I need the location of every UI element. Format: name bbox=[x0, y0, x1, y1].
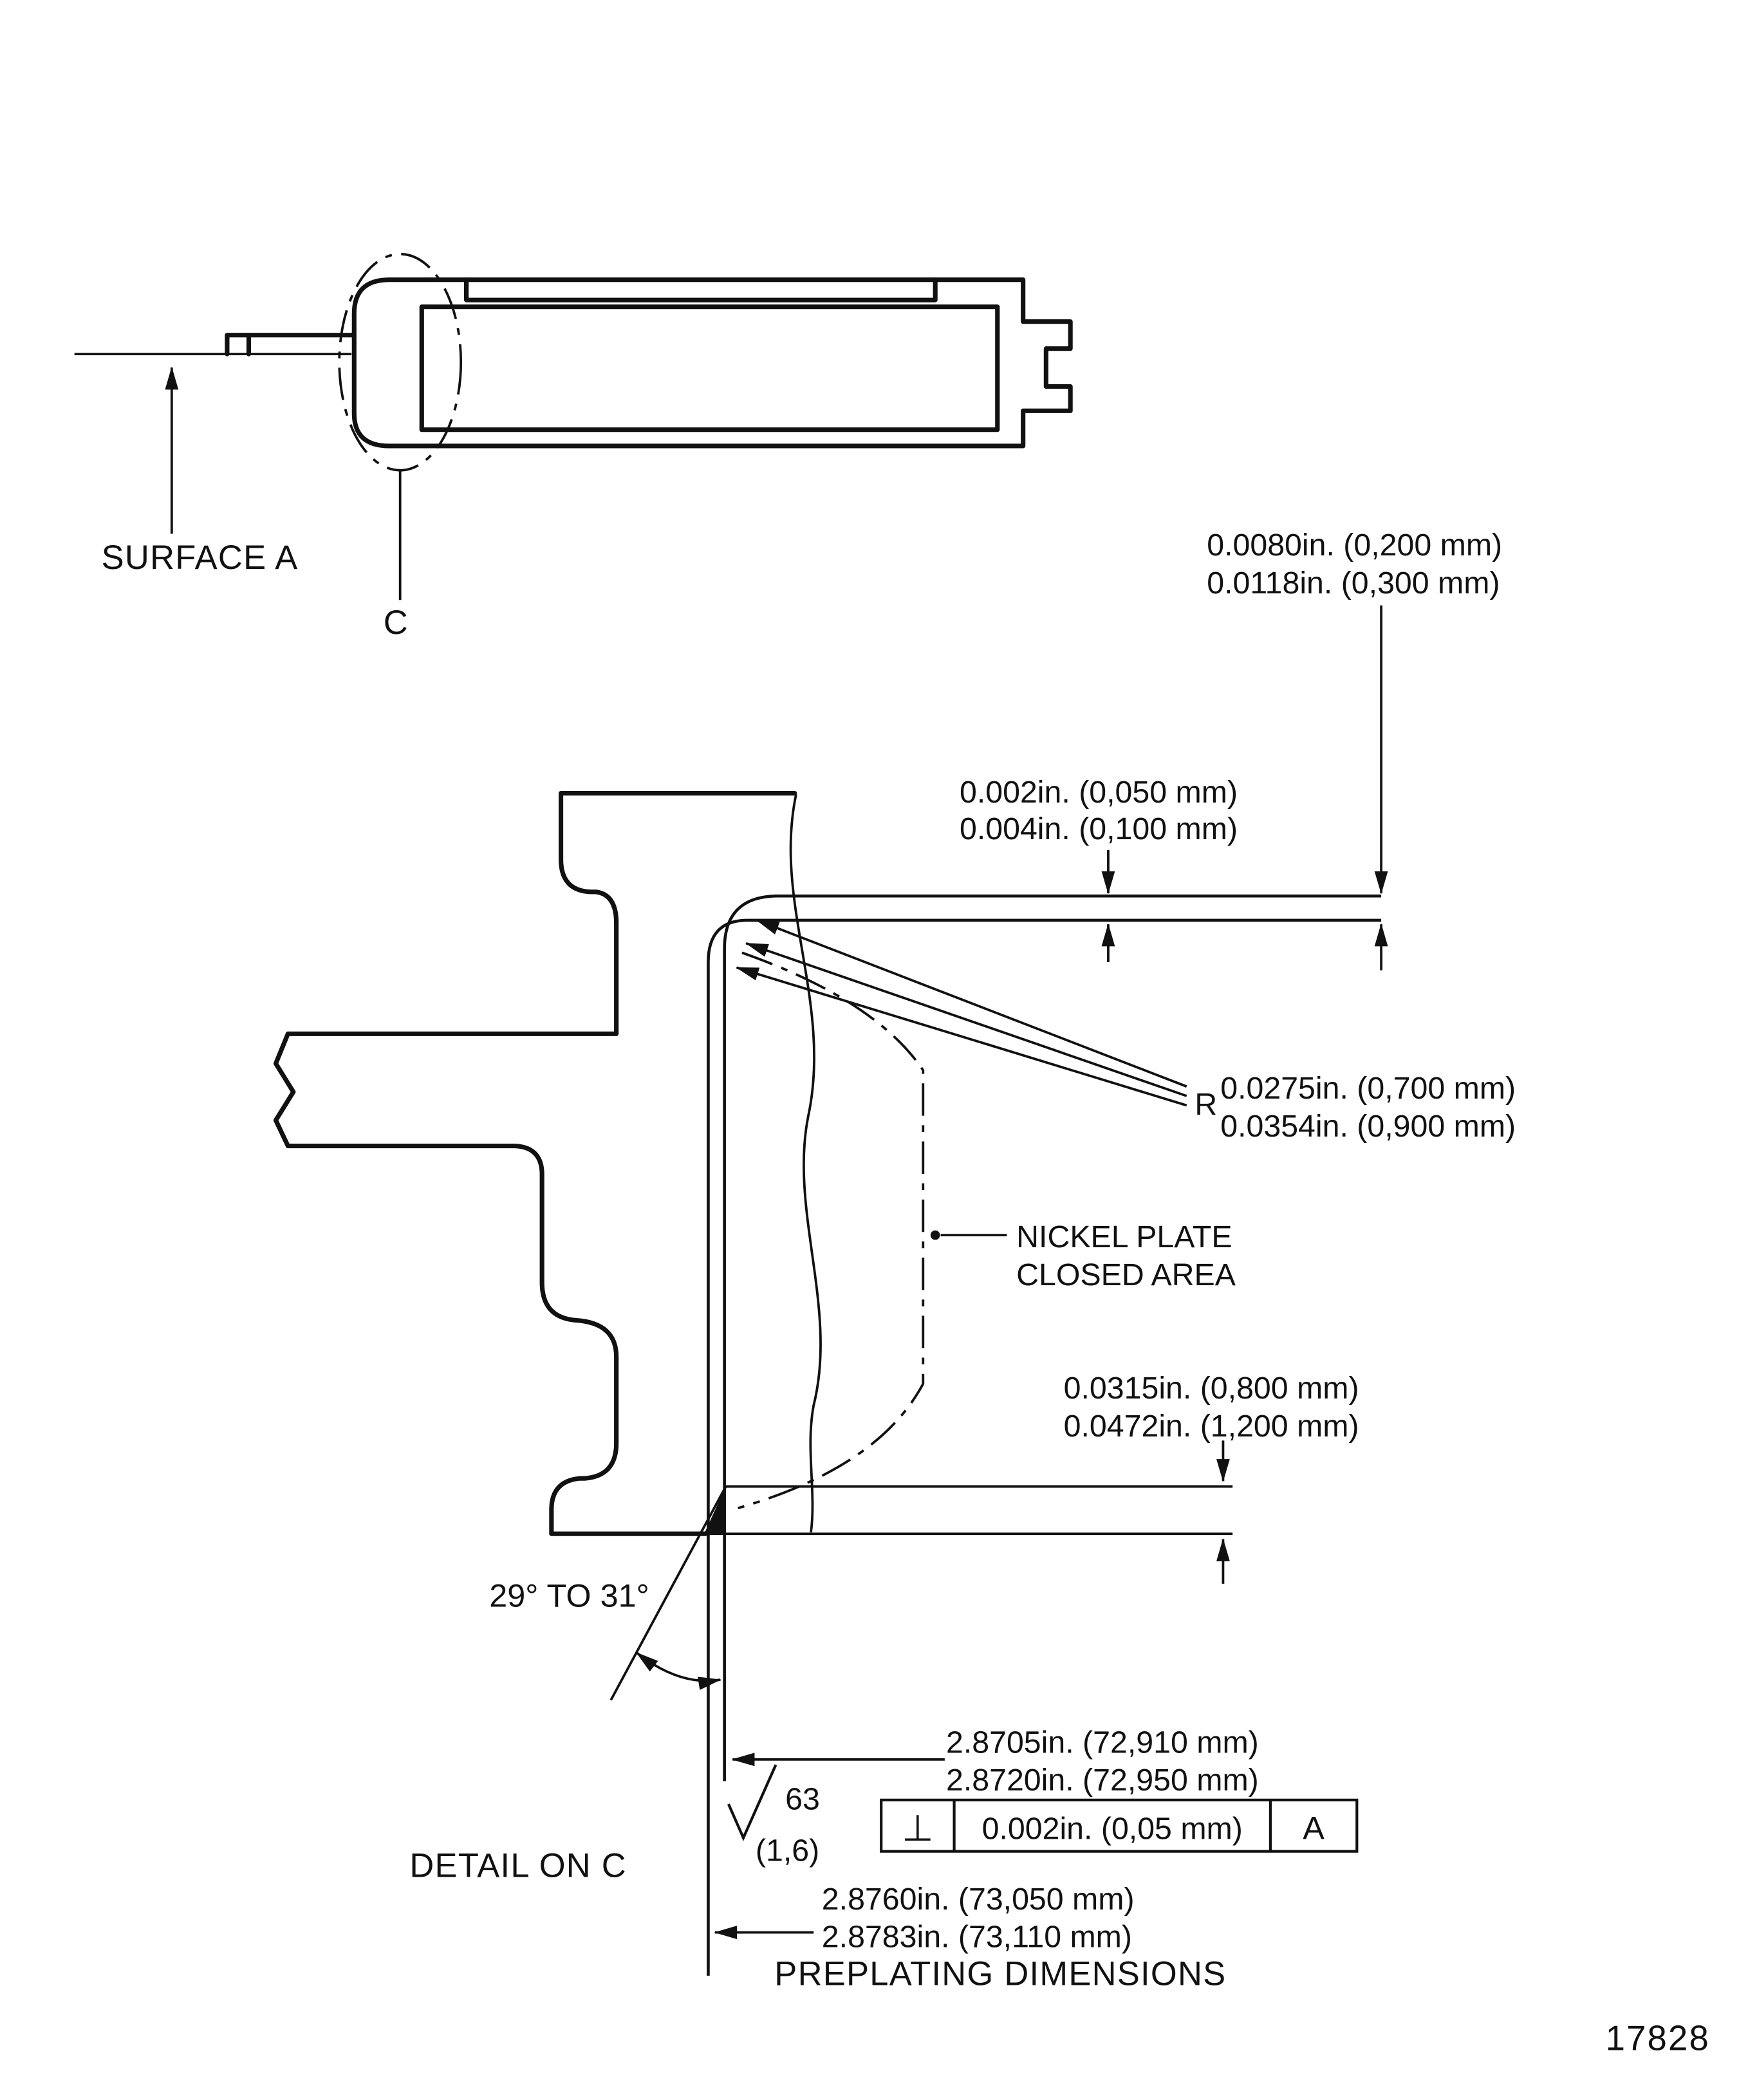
closed-area-boundary bbox=[738, 951, 925, 1510]
dim-width-final-line1: 2.8705in. (72,910 mm) bbox=[946, 1725, 1259, 1760]
part-cross-section-outline bbox=[423, 277, 1073, 449]
detail-on-c-view: 0.0080in. (0,200 mm) 0.0118in. (0,300 mm… bbox=[273, 528, 1516, 1993]
fcf-frame bbox=[880, 1798, 1359, 1853]
dim-plating-step-line1: 0.002in. (0,050 mm) bbox=[960, 775, 1238, 810]
plating-surface-outer bbox=[723, 894, 1382, 1781]
surface-finish-check-icon bbox=[727, 1764, 777, 1841]
chamfer-line bbox=[609, 1485, 727, 1701]
dim-plating-bottom-line2: 0.0472in. (1,200 mm) bbox=[1064, 1409, 1359, 1444]
fcf-dividers bbox=[953, 1799, 1272, 1852]
part-left-lobe bbox=[351, 277, 429, 449]
plating-surface-inner bbox=[707, 918, 1382, 1976]
dim-plating-step-line2: 0.004in. (0,100 mm) bbox=[960, 812, 1238, 846]
detail-profile-break-zigzag bbox=[273, 1031, 296, 1149]
dim-width-final-line2: 2.8720in. (72,950 mm) bbox=[946, 1763, 1259, 1798]
feature-control-frame: ⊥ 0.002in. (0,05 mm) A bbox=[880, 1798, 1359, 1853]
break-line bbox=[789, 794, 822, 1533]
detail-profile-outline bbox=[285, 790, 797, 1036]
angle-arc bbox=[635, 1651, 721, 1690]
dim-plating-bottom-line1: 0.0315in. (0,800 mm) bbox=[1064, 1371, 1359, 1406]
figure-number: 17828 bbox=[1606, 2018, 1710, 2058]
detail-profile-lower-outline bbox=[285, 1144, 708, 1536]
fcf-datum: A bbox=[1303, 1810, 1325, 1846]
dim-plating-top-line1: 0.0080in. (0,200 mm) bbox=[1207, 528, 1502, 562]
dim-radius-line2: 0.0354in. (0,900 mm) bbox=[1220, 1109, 1516, 1144]
radius-leader-1 bbox=[756, 919, 1187, 1088]
angle-dimension-label: 29° TO 31° bbox=[489, 1577, 649, 1614]
part-inner-cavity bbox=[419, 304, 1000, 432]
radius-prefix: R bbox=[1195, 1087, 1217, 1122]
dim-radius-line1: 0.0275in. (0,700 mm) bbox=[1220, 1071, 1516, 1106]
surface-finish-metric: (1,6) bbox=[756, 1833, 819, 1868]
top-groove-lines bbox=[464, 277, 938, 302]
detail-circle bbox=[338, 252, 463, 472]
preplating-dimensions-label: PREPLATING DIMENSIONS bbox=[774, 1955, 1226, 1993]
dim-width-preplate-line1: 2.8760in. (73,050 mm) bbox=[822, 1882, 1135, 1917]
top-cross-section-view: SURFACE A C bbox=[74, 252, 1073, 642]
nickel-plate-label-line2: CLOSED AREA bbox=[1016, 1258, 1236, 1292]
fcf-tolerance: 0.002in. (0,05 mm) bbox=[982, 1812, 1243, 1846]
mounting-tab bbox=[225, 333, 357, 357]
nickel-leader-dot bbox=[930, 1230, 940, 1240]
surface-finish-value: 63 bbox=[785, 1782, 820, 1817]
detail-title: DETAIL ON C bbox=[409, 1847, 627, 1885]
surface-a-label: SURFACE A bbox=[102, 539, 299, 577]
dim-plating-top-line2: 0.0118in. (0,300 mm) bbox=[1207, 566, 1500, 600]
nickel-plate-label-line1: NICKEL PLATE bbox=[1016, 1220, 1232, 1254]
fcf-perpendicularity-symbol: ⊥ bbox=[902, 1808, 933, 1849]
dim-width-preplate-line2: 2.8783in. (73,110 mm) bbox=[822, 1920, 1132, 1955]
detail-c-letter: C bbox=[384, 604, 409, 642]
radius-leader-3 bbox=[736, 966, 1187, 1107]
radius-leader-2 bbox=[745, 942, 1187, 1097]
